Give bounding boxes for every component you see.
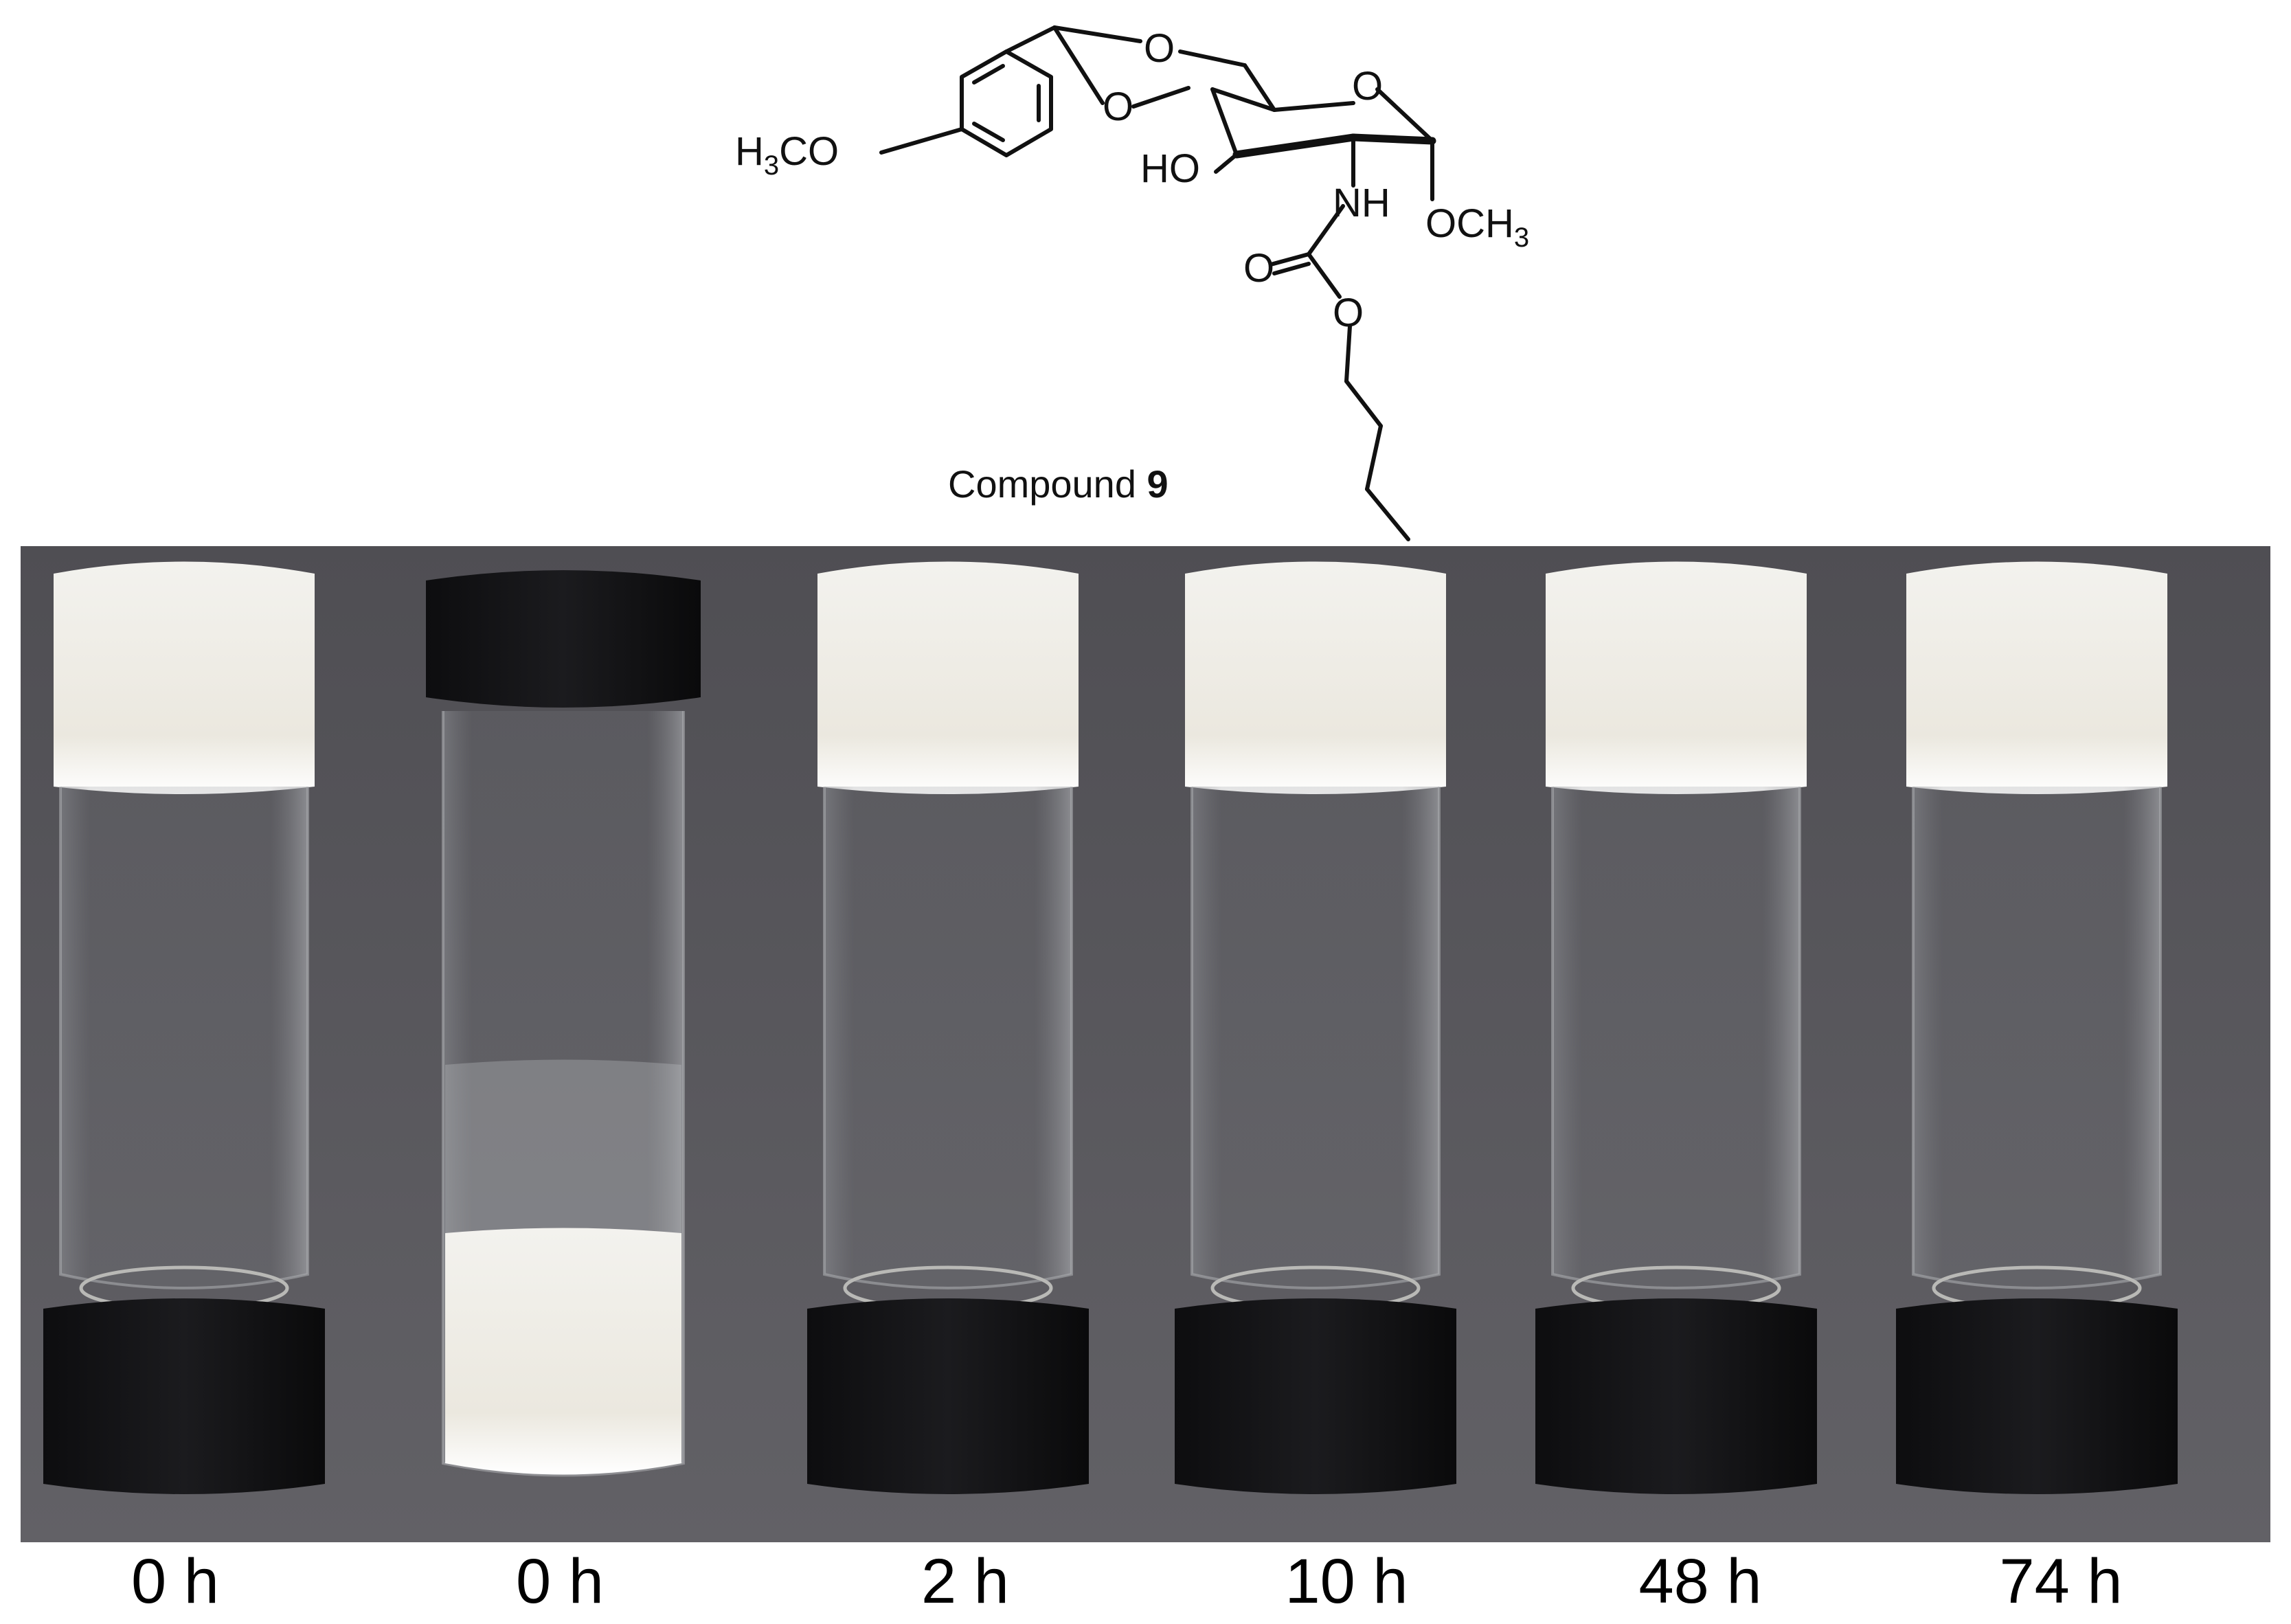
pyranose-ring — [1210, 87, 1436, 159]
hydroxyl-label: HO — [1140, 146, 1200, 191]
compound-structure: H3CO O O O HO NH OCH3 O O — [735, 25, 1529, 541]
vial-time-label: 10 h — [1285, 1546, 1408, 1616]
black-cap — [1175, 1298, 1456, 1494]
ring-oxygen-1: O — [1144, 26, 1175, 71]
clear-solution — [445, 1059, 681, 1233]
vials — [43, 561, 2178, 1494]
white-gel-layer — [445, 1228, 681, 1475]
ester-oxygen-label: O — [1333, 291, 1364, 335]
gel-plug — [1546, 561, 1807, 794]
black-cap — [807, 1298, 1089, 1494]
dioxane-ring — [1052, 25, 1276, 112]
gel-plug — [54, 561, 315, 794]
vial-time-label: 74 h — [1999, 1546, 2123, 1616]
ring-oxygen-2: O — [1103, 84, 1133, 129]
carbamate-chain — [1269, 204, 1410, 541]
vial-6 — [1896, 561, 2178, 1494]
compound-number: 9 — [1147, 462, 1169, 506]
vial-1 — [43, 561, 325, 1494]
glass-body — [59, 787, 309, 1289]
vial-4 — [1175, 561, 1456, 1494]
methoxy-aryl-label: H3CO — [735, 129, 839, 181]
glass-body — [1912, 787, 2162, 1289]
caption-prefix: Compound — [948, 462, 1147, 506]
vial-5 — [1535, 561, 1817, 1494]
hydroxyl-bond — [1214, 153, 1239, 174]
glass-body — [1551, 787, 1801, 1289]
gel-plug — [1185, 561, 1446, 794]
black-cap — [426, 570, 701, 708]
vial-2 — [426, 570, 701, 1477]
benzene-ring — [960, 49, 1053, 157]
vial-time-label: 48 h — [1638, 1546, 1762, 1616]
glass-body — [1190, 787, 1441, 1289]
gel-plug — [1906, 561, 2167, 794]
vial-time-label: 2 h — [921, 1546, 1009, 1616]
glass-body — [823, 787, 1073, 1289]
black-cap — [1896, 1298, 2178, 1494]
aryl-methoxy-bond — [879, 127, 964, 155]
black-cap — [43, 1298, 325, 1494]
amide-nh-label: NH — [1333, 181, 1390, 225]
anomeric-methoxy-label: OCH3 — [1425, 201, 1529, 253]
vial-3 — [807, 561, 1089, 1494]
vial-time-label: 0 h — [516, 1546, 604, 1616]
black-cap — [1535, 1298, 1817, 1494]
gel-plug — [817, 561, 1079, 794]
photo-background — [21, 546, 2270, 1542]
vial-photo-strip — [21, 546, 2270, 1542]
aryl-acetal-bond — [1004, 25, 1057, 54]
vial-time-label: 0 h — [131, 1546, 219, 1616]
carbonyl-oxygen-label: O — [1243, 246, 1274, 291]
ring-oxygen-3: O — [1352, 64, 1383, 109]
compound-caption: Compound 9 — [948, 462, 1169, 506]
